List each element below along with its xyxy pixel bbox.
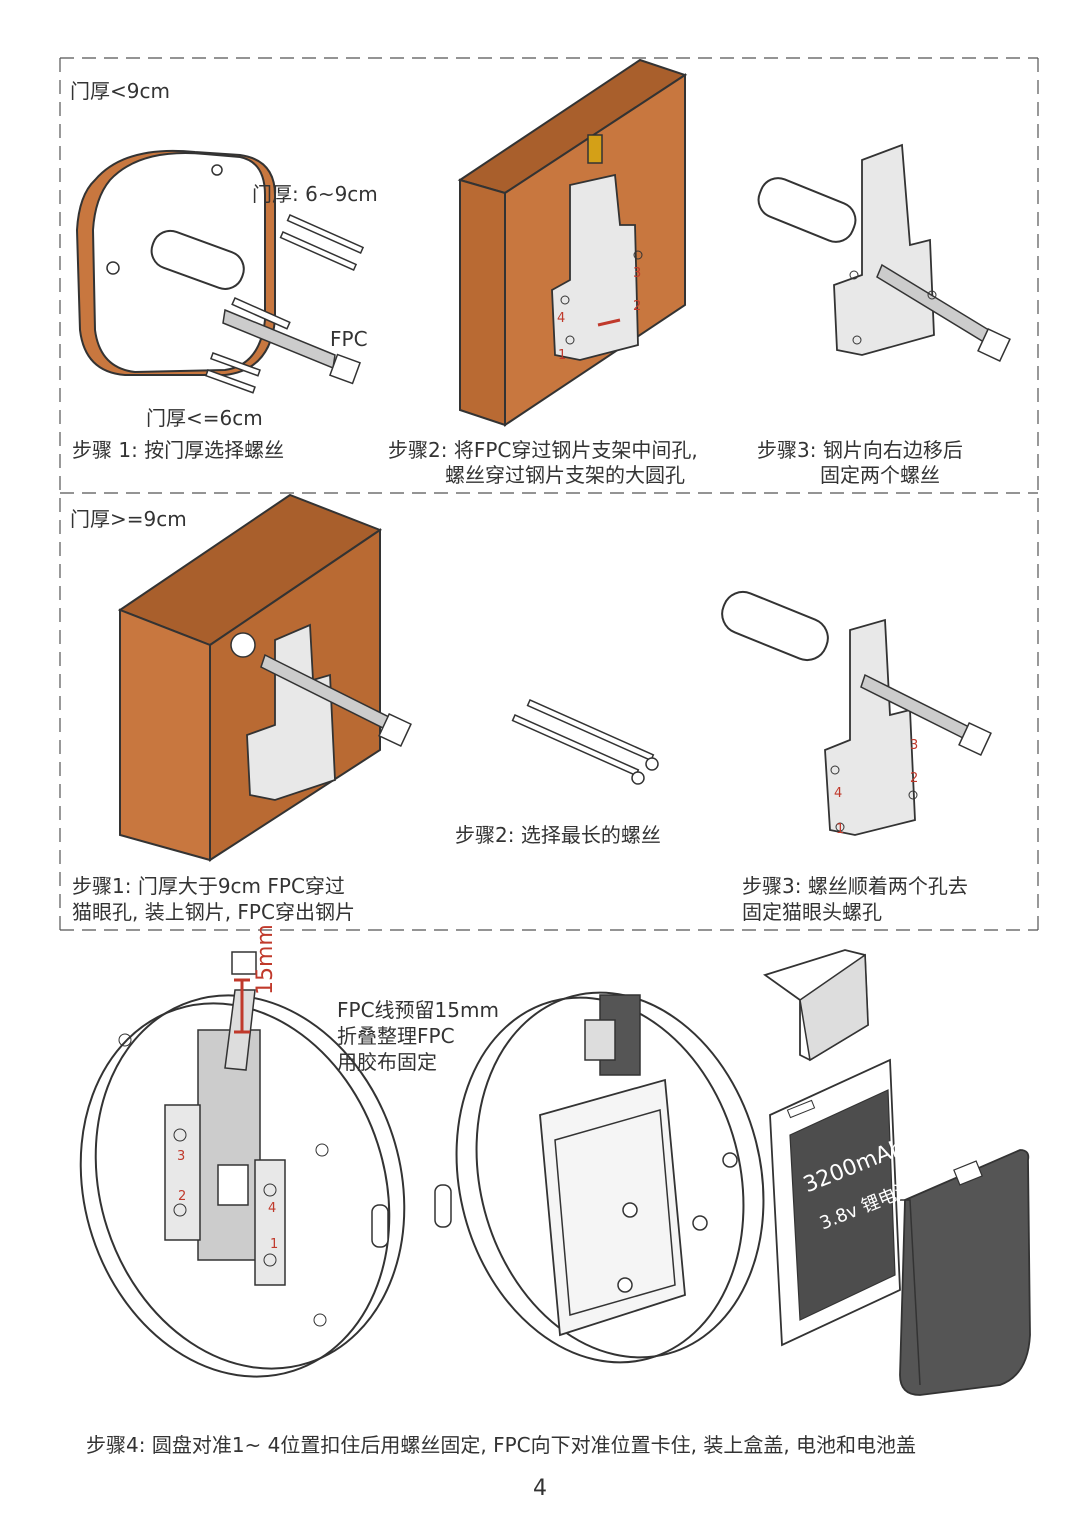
s1-step2-hole-4: 4 [557,311,566,326]
s3-disc-illustration [79,951,406,1378]
s1-step2-hole-3: 3 [633,266,642,281]
page-number: 4 [533,1476,547,1501]
s2-step3-caption-2: 固定猫眼头螺孔 [742,900,882,924]
s1-step3-illustration [757,143,1011,362]
s2-step1-caption-1: 步骤1: 门厚大于9cm FPC穿过 [72,874,345,898]
s2-step2-caption: 步骤2: 选择最长的螺丝 [455,823,661,847]
s1-step3-caption-1: 步骤3: 钢片向右边移后 [757,438,963,462]
s3-note-2: 折叠整理FPC [337,1024,455,1048]
s3-hole-2: 2 [178,1189,187,1204]
s3-hole-3: 3 [177,1149,186,1164]
s3-note-1: FPC线预留15mm [337,998,499,1022]
s3-battery-parts [763,949,1031,1396]
s1-thick-6-9: 门厚: 6~9cm [252,182,378,206]
s1-step2-caption-1: 步骤2: 将FPC穿过钢片支架中间孔, [388,438,698,462]
section1-title: 门厚<9cm [70,79,170,103]
s2-hole-1: 1 [836,822,845,837]
s2-step3-caption-1: 步骤3: 螺丝顺着两个孔去 [742,874,968,898]
s2-long-screws [511,699,659,785]
s2-hole-3: 3 [910,738,919,753]
s2-hole-2: 2 [910,771,919,786]
s3-housing-illustration [434,991,765,1364]
s3-hole-4: 4 [268,1201,277,1216]
s1-thick-le6: 门厚<=6cm [146,406,263,430]
s1-step2-illustration [457,58,688,427]
s2-step3-illustration [721,590,992,836]
s1-fpc-label: FPC [330,327,368,351]
s3-step4-caption: 步骤4: 圆盘对准1~ 4位置扣住后用螺丝固定, FPC向下对准位置卡住, 装上… [86,1433,917,1457]
s2-hole-4: 4 [834,786,843,801]
s1-step3-caption-2: 固定两个螺丝 [820,463,940,487]
s1-step2-hole-2: 2 [633,299,642,314]
s1-step1-caption: 步骤 1: 按门厚选择螺丝 [72,438,285,462]
s2-step1-illustration [117,493,412,862]
s1-step2-caption-2: 螺丝穿过钢片支架的大圆孔 [445,463,685,487]
section2-title: 门厚>=9cm [70,507,187,531]
s3-hole-1: 1 [270,1237,279,1252]
section-frames [59,57,1039,931]
s1-step1-illustration [75,149,365,394]
s1-step2-hole-1: 1 [558,348,567,363]
s2-step1-caption-2: 猫眼孔, 装上钢片, FPC穿出钢片 [72,900,355,924]
s3-measure-label: 15mm [253,924,278,995]
s3-note-3: 用胶布固定 [337,1050,437,1074]
